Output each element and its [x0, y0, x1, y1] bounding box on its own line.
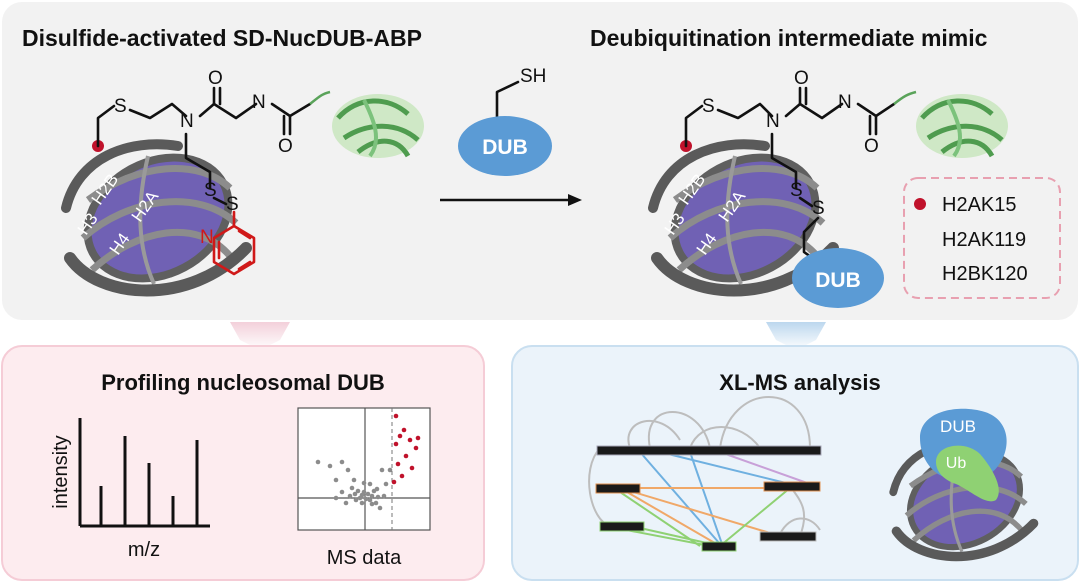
scatter-point — [333, 477, 339, 483]
reagent-dub-label: DUB — [482, 136, 528, 159]
atom-n1-r: N — [766, 111, 780, 132]
scatter-point — [345, 467, 351, 473]
atom-n1: N — [180, 111, 194, 132]
scatter-point — [361, 489, 367, 495]
scatter-point — [413, 445, 419, 451]
scatter-point — [327, 463, 333, 469]
scatter-point — [381, 493, 387, 499]
atom-o1-r: O — [794, 68, 809, 89]
scatter-point — [367, 497, 373, 503]
scatter-point — [365, 491, 371, 497]
atom-o1: O — [208, 68, 223, 89]
atom-o2-r: O — [864, 136, 879, 157]
connector-pink — [230, 322, 290, 350]
scatter-point — [399, 473, 405, 479]
atom-s3-r: S — [812, 198, 825, 219]
ms-spectrum: intensity m/z — [50, 418, 210, 561]
scatter-point — [395, 461, 401, 467]
right-title: Deubiquitination intermediate mimic — [590, 25, 988, 51]
atom-s3: S — [226, 194, 239, 215]
site-list-bullet — [914, 198, 926, 210]
ubiquitin-left — [332, 94, 424, 158]
scatter-point — [391, 479, 397, 485]
scatter-point — [369, 501, 375, 507]
site-h2ak119: H2AK119 — [942, 229, 1026, 251]
atom-s2: S — [204, 180, 217, 201]
scatter-point — [397, 433, 403, 439]
scatter-point — [363, 496, 369, 502]
ubiquitin-right — [916, 94, 1008, 158]
scatter-frame — [297, 407, 431, 531]
complex-dub-ub: DUB Ub — [920, 408, 1007, 502]
scatter-point — [393, 441, 399, 447]
scatter-point — [374, 486, 380, 492]
scatter-point — [315, 459, 321, 465]
complex-ub-label: Ub — [946, 455, 967, 472]
scatter-point — [355, 488, 361, 494]
site-h2ak15: H2AK15 — [942, 194, 1017, 216]
scatter-point — [339, 459, 345, 465]
scatter-point — [333, 495, 339, 501]
scatter-point — [401, 427, 407, 433]
site-h2bk120: H2BK120 — [942, 263, 1028, 285]
atom-o2: O — [278, 136, 293, 157]
spectrum-ylabel: intensity — [50, 435, 72, 508]
scatter-point — [347, 493, 353, 499]
dub-reagent: SH DUB — [458, 66, 552, 176]
scatter-point — [369, 493, 375, 499]
site-list-box — [903, 177, 1061, 299]
reaction-arrow-head — [568, 194, 582, 206]
spectrum-xlabel: m/z — [128, 539, 160, 561]
scatter-points — [315, 413, 421, 511]
scatter-point — [387, 467, 393, 473]
scatter-point — [339, 489, 345, 495]
atom-n2: N — [252, 92, 266, 113]
scatter-point — [352, 491, 358, 497]
scatter-point — [343, 500, 349, 506]
scatter-point — [409, 465, 415, 471]
probe-structure-left: S N O N O S S N — [92, 68, 331, 276]
scatter-point — [367, 481, 373, 487]
nucleosome-left: H3 H2B H4 H2A — [61, 128, 255, 307]
scatter-caption: MS data — [327, 547, 402, 569]
scatter-point — [415, 435, 421, 441]
scatter-point — [359, 500, 365, 506]
connector-blue — [766, 322, 826, 350]
scatter-point — [383, 481, 389, 487]
scatter-point — [379, 467, 385, 473]
atom-s2-r: S — [790, 180, 803, 201]
scatter-point — [403, 453, 409, 459]
scatter-point — [407, 437, 413, 443]
product-dub-label: DUB — [815, 269, 861, 292]
crosslink-map — [588, 396, 822, 552]
profiling-title: Profiling nucleosomal DUB — [101, 370, 385, 395]
spectrum-peaks — [99, 436, 199, 526]
scatter-point — [351, 477, 357, 483]
scatter-point — [375, 494, 381, 500]
xlms-title: XL-MS analysis — [719, 370, 880, 395]
scatter-point — [373, 500, 379, 506]
scatter-point — [377, 505, 383, 511]
scatter-point — [393, 413, 399, 419]
atom-n-pyridine: N — [200, 227, 214, 248]
atom-s1: S — [114, 96, 127, 117]
ms-scatter: MS data — [297, 407, 431, 569]
scatter-point — [349, 485, 355, 491]
scatter-point — [353, 497, 359, 503]
left-title: Disulfide-activated SD-NucDUB-ABP — [22, 25, 422, 51]
dub-product: DUB — [792, 248, 884, 308]
scatter-point — [361, 480, 367, 486]
complex-dub-label: DUB — [940, 417, 976, 436]
atom-s1-r: S — [702, 96, 715, 117]
atom-n2-r: N — [838, 92, 852, 113]
reagent-sh: SH — [520, 66, 546, 87]
